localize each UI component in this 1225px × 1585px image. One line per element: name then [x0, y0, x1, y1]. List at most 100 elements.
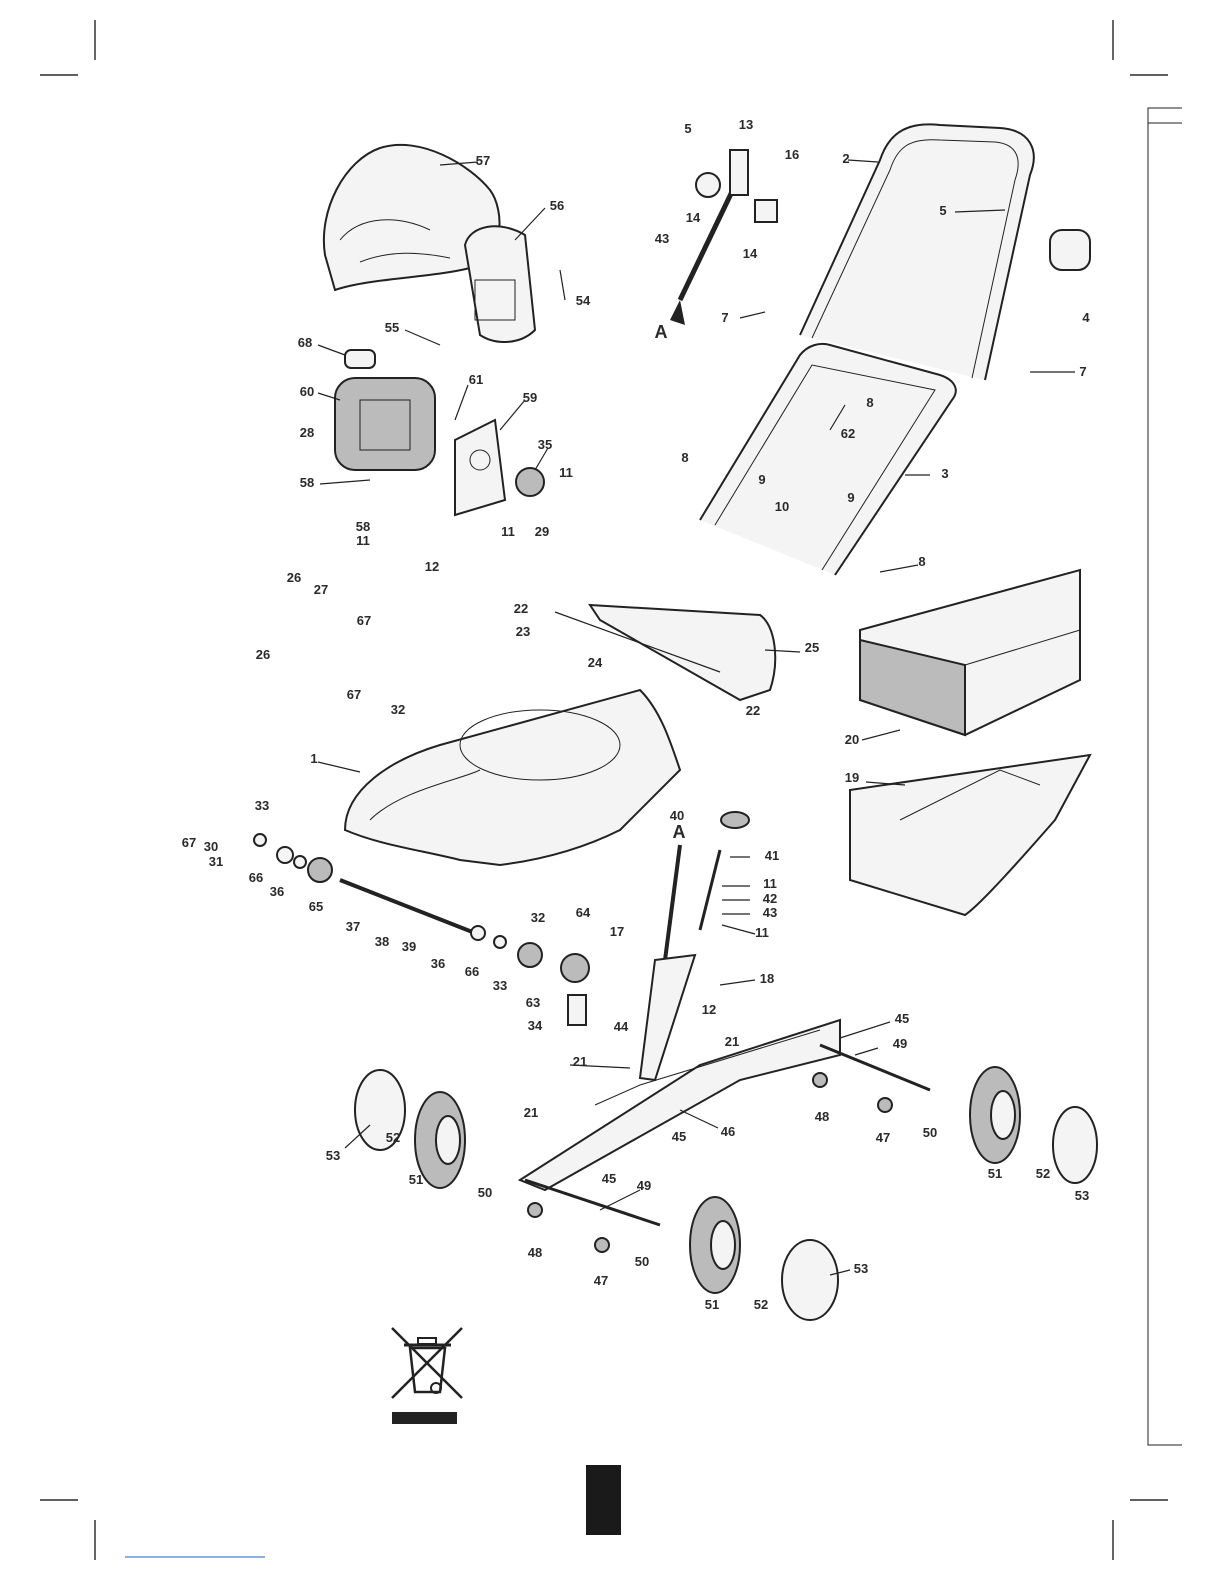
callout-number: 9: [758, 472, 765, 487]
part-grass-box: [860, 570, 1080, 735]
part-axle-right: [820, 1045, 930, 1090]
callout-number: 46: [721, 1124, 735, 1139]
callout-number: 7: [721, 310, 728, 325]
callout-number: 62: [841, 426, 855, 441]
callout-number: 7: [1079, 364, 1086, 379]
callout-number: 45: [895, 1011, 909, 1026]
part-rear-flap: [465, 226, 535, 342]
callout-number: 47: [594, 1273, 608, 1288]
callout-number: 39: [402, 939, 416, 954]
page-marker: [586, 1465, 621, 1535]
callout-number: 49: [893, 1036, 907, 1051]
part-axle-frame: [520, 1020, 840, 1190]
callout-number: 45: [672, 1129, 686, 1144]
callout-number: 66: [465, 964, 479, 979]
callout-number: 58: [300, 475, 314, 490]
callout-number: 11: [559, 465, 573, 480]
callout-number: 11: [763, 876, 777, 891]
part-motor: [335, 350, 435, 470]
callout-number: 3: [941, 466, 948, 481]
callout-number: 33: [255, 798, 269, 813]
callout-number: 52: [1036, 1166, 1050, 1181]
callout-number: 21: [725, 1034, 739, 1049]
callout-number: 13: [739, 117, 753, 132]
callout-number: 53: [1075, 1188, 1089, 1203]
callout-number: 5: [939, 203, 946, 218]
callout-number: 43: [655, 231, 669, 246]
callout-number: 44: [614, 1019, 629, 1034]
callout-number: 30: [204, 839, 218, 854]
callout-number: 53: [854, 1261, 868, 1276]
part-wheel-rear-left: [355, 1070, 465, 1188]
callout-number: 55: [385, 320, 399, 335]
callout-number: 52: [754, 1297, 768, 1312]
callout-number: 31: [209, 854, 223, 869]
callout-number: 34: [528, 1018, 543, 1033]
callout-number: 18: [760, 971, 774, 986]
part-lower-handle: [700, 344, 956, 575]
callout-number: 58: [356, 519, 370, 534]
callout-number: 49: [637, 1178, 651, 1193]
callout-number: 52: [386, 1130, 400, 1145]
callout-number: 27: [314, 582, 328, 597]
callout-number: 9: [847, 490, 854, 505]
callout-number: 11: [501, 524, 515, 539]
callout-number: 26: [287, 570, 301, 585]
callout-number: 51: [409, 1172, 423, 1187]
callout-number: 19: [845, 770, 859, 785]
part-bush: [528, 1203, 542, 1217]
callout-number: 32: [391, 702, 405, 717]
callout-number: 8: [866, 395, 873, 410]
callout-number: 43: [763, 905, 777, 920]
callout-number: 29: [535, 524, 549, 539]
callout-number: 54: [576, 293, 591, 308]
callout-number: 14: [743, 246, 758, 261]
callout-number: 11: [356, 533, 370, 548]
part-switch-box: [1050, 230, 1090, 270]
part-control-rod: [670, 150, 777, 325]
part-collector-frame: [850, 755, 1090, 915]
part-bush: [595, 1238, 609, 1252]
callout-number: 33: [493, 978, 507, 993]
callout-number: 50: [635, 1254, 649, 1269]
callout-number: 8: [681, 450, 688, 465]
callout-number: 40: [670, 808, 684, 823]
callout-number: 41: [765, 848, 779, 863]
callout-number: 59: [523, 390, 537, 405]
callout-number: 36: [270, 884, 284, 899]
callout-number: 61: [469, 372, 483, 387]
callout-number: 17: [610, 924, 624, 939]
callout-number: 5: [684, 121, 691, 136]
callout-number: 10: [775, 499, 789, 514]
callout-number: 22: [514, 601, 528, 616]
callout-number: 36: [431, 956, 445, 971]
callout-number: 23: [516, 624, 530, 639]
callout-number: 25: [805, 640, 819, 655]
part-upper-handle: [800, 124, 1034, 380]
crossed-out-wheelie-bin-icon: [392, 1328, 462, 1424]
callout-number: 28: [300, 425, 314, 440]
callout-number: 63: [526, 995, 540, 1010]
callout-number: 12: [702, 1002, 716, 1017]
part-rear-shield: [590, 605, 775, 700]
callout-number: A: [673, 822, 686, 842]
callout-number: 21: [573, 1054, 587, 1069]
callout-number: 14: [686, 210, 701, 225]
callout-number: 67: [357, 613, 371, 628]
callout-number: 48: [815, 1109, 829, 1124]
callout-number: 37: [346, 919, 360, 934]
callout-number: 67: [347, 687, 361, 702]
callout-number: 60: [300, 384, 314, 399]
callout-number: 48: [528, 1245, 542, 1260]
callout-number: A: [655, 322, 668, 342]
callout-number: 11: [755, 925, 769, 940]
callout-number: 22: [746, 703, 760, 718]
part-bush: [813, 1073, 827, 1087]
callout-number: 51: [705, 1297, 719, 1312]
callout-number: 45: [602, 1171, 616, 1186]
callout-number: 26: [256, 647, 270, 662]
callout-number: 65: [309, 899, 323, 914]
callout-number: 47: [876, 1130, 890, 1145]
callout-number: 2: [842, 151, 849, 166]
